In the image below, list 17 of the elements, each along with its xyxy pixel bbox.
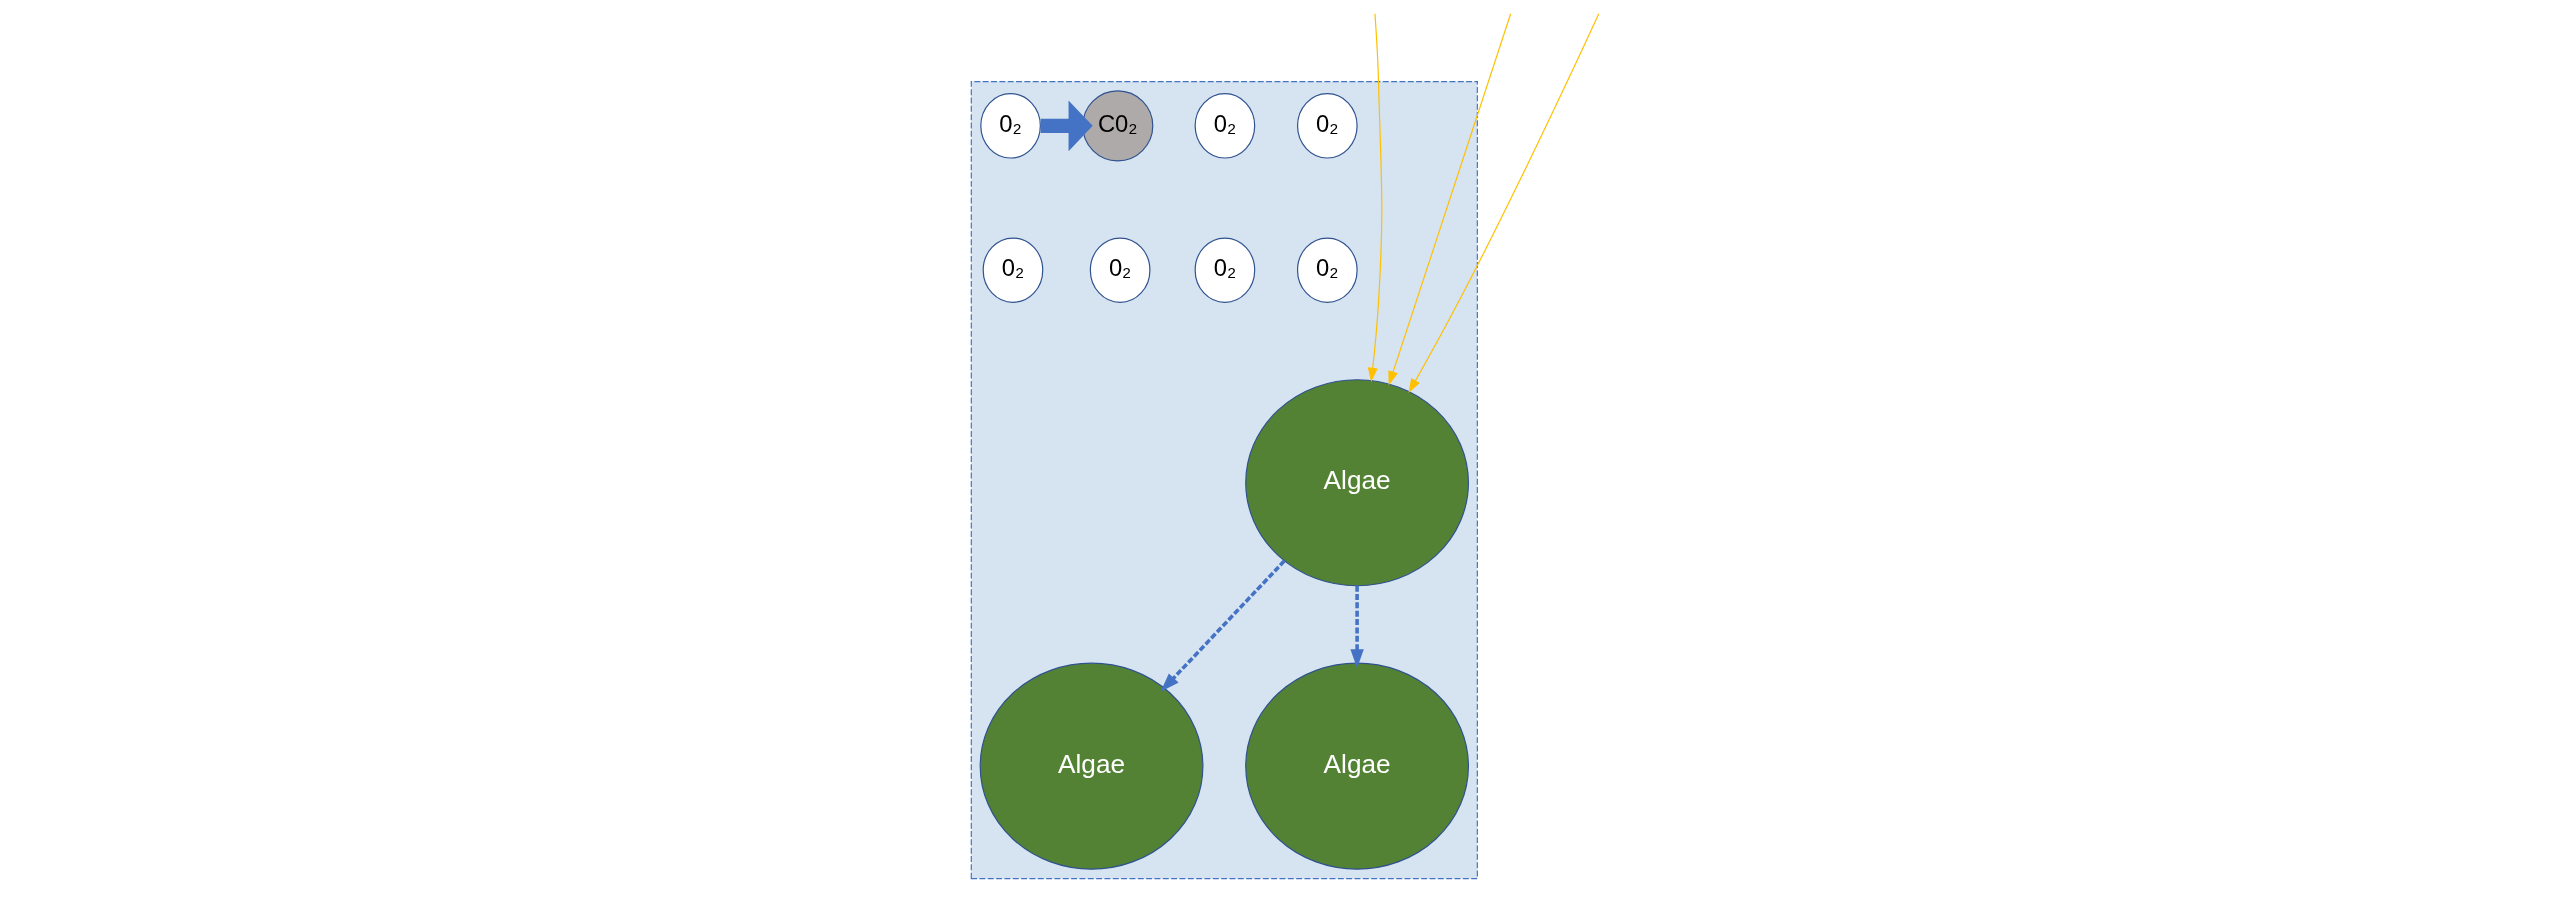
node-circle: 0₂ xyxy=(982,237,1043,303)
node-circle: 0₂ xyxy=(1296,237,1358,303)
node-circle: C0₂ xyxy=(1081,90,1153,162)
arrow xyxy=(1160,559,1285,692)
cluster xyxy=(970,80,1478,880)
node-circle: 0₂ xyxy=(979,93,1041,159)
node-circle: 0₂ xyxy=(1296,93,1358,159)
node-circle: Algae xyxy=(1244,662,1469,870)
node-circle: 0₂ xyxy=(1194,93,1255,159)
arrow xyxy=(1349,585,1364,669)
arrow xyxy=(1408,13,1599,393)
arrow xyxy=(1367,13,1382,383)
arrow xyxy=(1040,100,1093,152)
node-circle: 0₂ xyxy=(1194,237,1255,303)
arrow xyxy=(1387,13,1511,386)
node-circle: 0₂ xyxy=(1089,237,1150,303)
node-circle: Algae xyxy=(979,662,1203,870)
